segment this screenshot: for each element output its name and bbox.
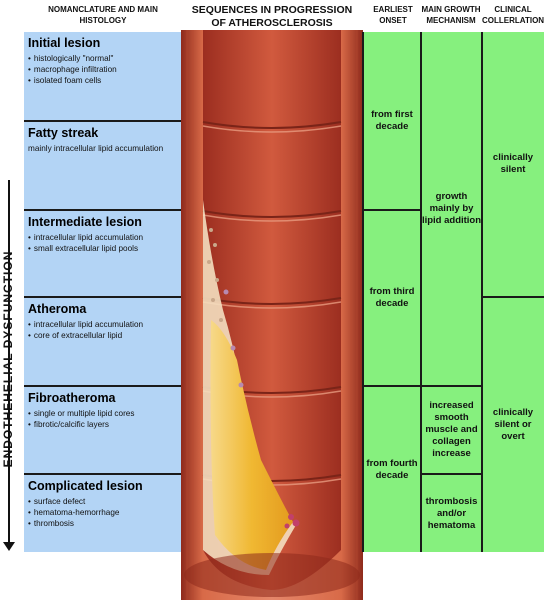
lesion-description: mainly intracellular lipid accumulation [28, 144, 164, 153]
lesion-item: small extracellular lipid pools [28, 243, 178, 254]
lesion-item: fibrotic/calcific layers [28, 419, 178, 430]
lesion-item: intracellular lipid accumulation [28, 319, 178, 330]
lesion-name: Fatty streak [28, 126, 99, 140]
lesion-initial: Initial lesion histologically "normal" m… [24, 32, 181, 122]
growth-smooth-muscle: increased smooth muscle and collagen inc… [421, 387, 482, 475]
header-nomenclature: NOMANCLATURE AND MAIN HISTOLOGY [48, 5, 158, 25]
artery-opening [184, 553, 360, 597]
onset-third-decade: from third decade [363, 211, 421, 387]
lesion-fatty-streak: Fatty streak mainly intracellular lipid … [24, 122, 181, 211]
arrow-down-icon [3, 542, 15, 551]
lesion-name: Atheroma [28, 302, 87, 316]
lesion-name: Intermediate lesion [28, 215, 142, 229]
lesion-item: surface defect [28, 496, 178, 507]
lesion-item: macrophage infiltration [28, 64, 178, 75]
header-sequences: SEQUENCES IN PROGRESSION OF ATHEROSCLERO… [191, 4, 353, 29]
lesion-intermediate: Intermediate lesion intracellular lipid … [24, 211, 181, 298]
lesion-item: hematoma-hemorrhage [28, 507, 178, 518]
lesion-item: histologically "normal" [28, 53, 178, 64]
header-clinical: CLINICAL COLLERLATION [482, 5, 544, 25]
lipid-core [210, 320, 293, 570]
lesion-name: Complicated lesion [28, 479, 143, 493]
header-onset: EARLIEST ONSET [373, 5, 413, 25]
column-divider [362, 32, 364, 552]
lesion-item: single or multiple lipid cores [28, 408, 178, 419]
lesion-item: isolated foam cells [28, 75, 178, 86]
lesion-item: core of extracellular lipid [28, 330, 178, 341]
lesion-name: Fibroatheroma [28, 391, 116, 405]
lesion-atheroma: Atheroma intracellular lipid accumulatio… [24, 298, 181, 387]
lesion-fibroatheroma: Fibroatheroma single or multiple lipid c… [24, 387, 181, 475]
onset-first-decade: from first decade [363, 32, 421, 211]
lesion-item: thrombosis [28, 518, 178, 529]
artery-illustration [181, 30, 363, 600]
growth-thrombosis: thrombosis and/or hematoma [421, 475, 482, 552]
down-arrow-line [8, 180, 10, 542]
lesion-complicated: Complicated lesion surface defect hemato… [24, 475, 181, 552]
clinical-silent: clinically silent [482, 32, 544, 298]
clinical-silent-or-overt: clinically silent or overt [482, 298, 544, 552]
column-divider [420, 32, 422, 552]
lesion-name: Initial lesion [28, 36, 101, 50]
lesion-item: intracellular lipid accumulation [28, 232, 178, 243]
growth-lipid-addition: growth mainly by lipid addition [421, 32, 482, 387]
column-divider [481, 32, 483, 552]
header-growth: MAIN GROWTH MECHANISM [421, 5, 481, 25]
onset-fourth-decade: from fourth decade [363, 387, 421, 552]
